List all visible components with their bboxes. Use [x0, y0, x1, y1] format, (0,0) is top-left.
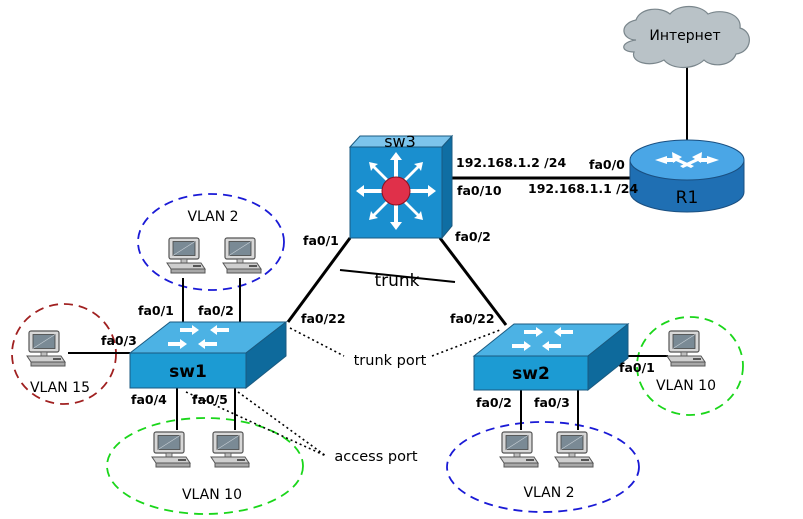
pc-sw2-fa02	[499, 431, 539, 468]
port-r1-fa00: fa0/0	[589, 157, 625, 172]
port-sw2-fa02: fa0/2	[476, 395, 512, 410]
access-port-label: access port	[334, 449, 418, 465]
vlan-label-sw1-left: VLAN 15	[30, 380, 90, 396]
ip-r1: 192.168.1.1 /24	[528, 181, 638, 196]
switch-sw2: sw2	[472, 322, 630, 392]
trunk-mark	[339, 269, 456, 283]
vlan10-left-group	[106, 417, 304, 515]
pc-sw2-fa03	[554, 431, 594, 468]
pointer-access-port-a	[185, 391, 327, 457]
router-r1: R1	[629, 139, 745, 213]
trunk-port-label: trunk port	[354, 353, 427, 369]
port-sw3-fa02: fa0/2	[455, 229, 491, 244]
router-arrows-icon	[655, 152, 719, 168]
trunk-label: trunk	[374, 271, 419, 291]
vlan-label-sw2-right: VLAN 10	[656, 378, 716, 394]
port-sw2-fa03: fa0/3	[534, 395, 570, 410]
port-sw1-fa01: fa0/1	[138, 303, 174, 318]
port-sw1-fa022: fa0/22	[301, 311, 346, 326]
switch-sw1: sw1	[128, 320, 288, 390]
link-sw3-sw2	[438, 237, 508, 326]
vlan-label-sw1-bottom: VLAN 10	[182, 487, 242, 503]
pc-sw1-fa01	[166, 237, 206, 274]
port-sw2-fa022: fa0/22	[450, 311, 495, 326]
ip-sw3: 192.168.1.2 /24	[456, 155, 566, 170]
port-sw1-fa02: fa0/2	[198, 303, 234, 318]
vlan-label-sw1-top: VLAN 2	[187, 209, 238, 225]
internet-cloud: Интернет	[623, 5, 750, 69]
port-sw3-fa010: fa0/10	[457, 183, 502, 198]
sw3-core-icon	[381, 176, 411, 206]
cloud-label: Интернет	[649, 28, 720, 44]
vlan2-top-group	[137, 193, 285, 291]
pointer-trunk-port-sw2	[431, 329, 501, 357]
sw1-label: sw1	[169, 362, 207, 382]
vlan10-right-group	[636, 316, 744, 416]
sw3-label: sw3	[384, 132, 416, 151]
pointer-access-port-b	[237, 391, 327, 457]
port-sw3-fa01: fa0/1	[303, 233, 339, 248]
pc-sw1-fa03	[26, 330, 66, 367]
pc-sw1-fa04	[151, 431, 191, 468]
port-sw1-fa04: fa0/4	[131, 392, 167, 407]
link-sw3-sw1	[286, 237, 352, 323]
port-sw2-fa01: fa0/1	[619, 360, 655, 375]
pointer-trunk-port-sw1	[289, 327, 345, 357]
port-sw1-fa05: fa0/5	[192, 392, 228, 407]
vlan2-bottom-group	[446, 421, 640, 513]
pc-sw1-fa02	[222, 237, 262, 274]
pc-sw2-fa01	[666, 330, 706, 367]
r1-label: R1	[676, 188, 699, 208]
vlan-label-sw2-bottom: VLAN 2	[523, 485, 574, 501]
pc-sw1-fa05	[210, 431, 250, 468]
port-sw1-fa03: fa0/3	[101, 333, 137, 348]
switch-sw3: sw3	[348, 132, 454, 240]
sw2-label: sw2	[512, 364, 550, 384]
